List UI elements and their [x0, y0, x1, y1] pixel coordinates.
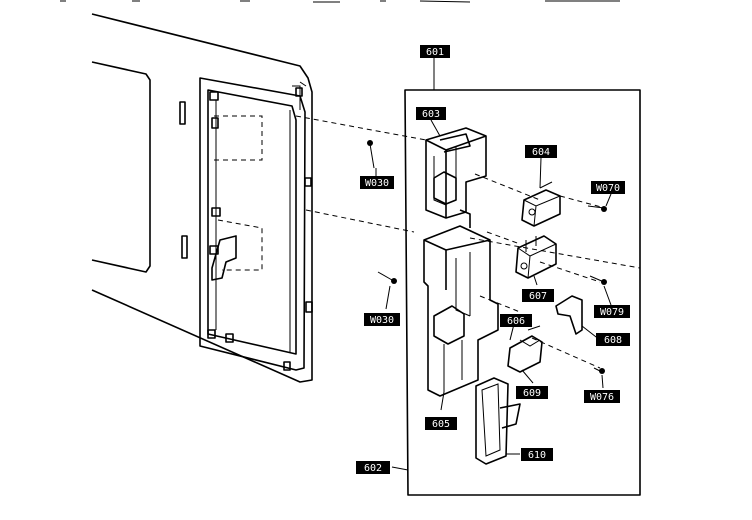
- label-606: 606: [500, 314, 532, 327]
- part-608-lever: [555, 295, 583, 335]
- part-610-slider: [475, 377, 521, 465]
- svg-text:608: 608: [604, 335, 622, 346]
- svg-text:607: 607: [529, 291, 547, 302]
- label-w030-upper: W030: [360, 176, 394, 189]
- label-w070: W070: [591, 181, 625, 194]
- svg-text:606: 606: [507, 316, 525, 327]
- label-601: 601: [420, 45, 450, 58]
- svg-text:W070: W070: [596, 183, 620, 194]
- svg-text:604: 604: [532, 147, 550, 158]
- label-604: 604: [525, 145, 557, 158]
- door-panel: [91, 13, 313, 383]
- svg-text:W030: W030: [365, 178, 389, 189]
- svg-text:602: 602: [364, 463, 382, 474]
- svg-text:610: 610: [528, 450, 546, 461]
- label-602: 602: [356, 461, 390, 474]
- label-w079: W079: [594, 305, 630, 318]
- svg-text:603: 603: [422, 109, 440, 120]
- svg-text:W079: W079: [600, 307, 624, 318]
- label-603: 603: [416, 107, 446, 120]
- top-edge-fragments: [60, 0, 620, 3]
- svg-text:W076: W076: [590, 392, 614, 403]
- dashed-guides: [214, 115, 641, 369]
- part-605-latch-holder: [423, 209, 499, 397]
- label-w030-lower: W030: [364, 313, 400, 326]
- label-609: 609: [516, 386, 548, 399]
- screws: [367, 140, 607, 374]
- svg-text:W030: W030: [370, 315, 394, 326]
- label-608: 608: [596, 333, 630, 346]
- part-603-holder: [425, 127, 487, 219]
- part-609-switch: [507, 325, 543, 373]
- svg-text:609: 609: [523, 388, 541, 399]
- label-605: 605: [425, 417, 457, 430]
- part-607-microswitch: [515, 235, 557, 279]
- svg-text:605: 605: [432, 419, 450, 430]
- leader-lines: [375, 58, 612, 471]
- svg-text:601: 601: [426, 47, 444, 58]
- label-607: 607: [522, 289, 554, 302]
- part-604-microswitch: [521, 181, 561, 227]
- label-w076: W076: [584, 390, 620, 403]
- label-610: 610: [521, 448, 553, 461]
- assembly-bounding-box: [404, 89, 641, 496]
